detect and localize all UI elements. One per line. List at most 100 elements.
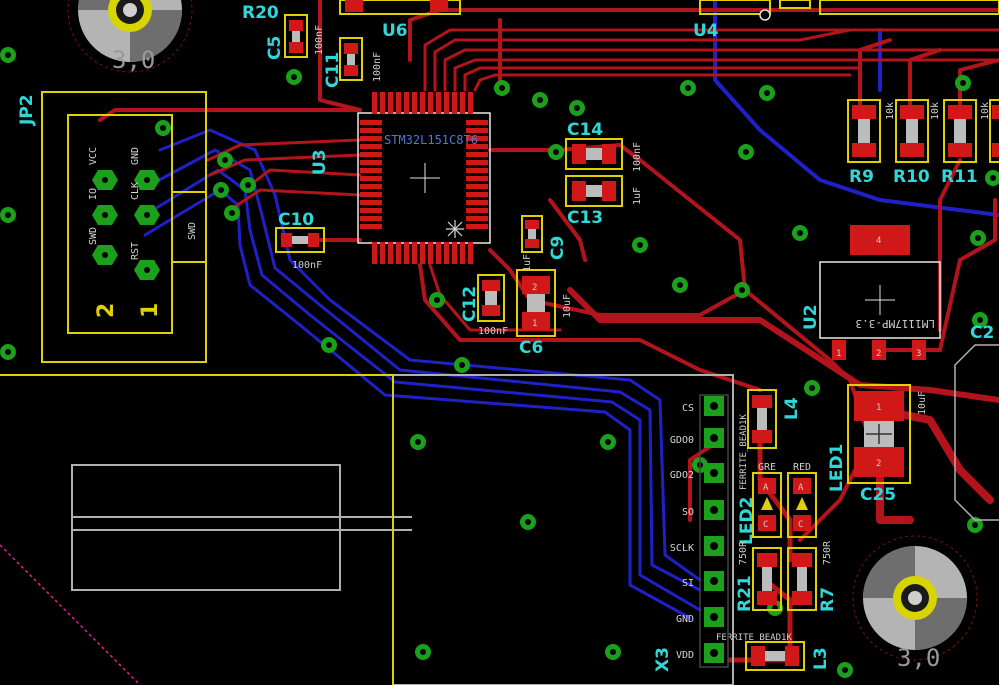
via: [240, 177, 256, 193]
via: [792, 225, 808, 241]
via: [532, 92, 548, 108]
c9-capacitor: C9 1uF: [521, 215, 568, 272]
r7-value: 750R: [822, 540, 833, 565]
hole-top-label: 3,0: [112, 46, 155, 74]
u4-package: [699, 0, 771, 15]
c6-pad-1: 1: [532, 319, 537, 329]
vias: [0, 47, 999, 678]
c14-label: C14: [567, 120, 603, 140]
c11-capacitor: [339, 37, 363, 81]
c5-capacitor: [284, 14, 308, 58]
c5-value: 100nF: [314, 25, 325, 55]
c11-label: C11: [323, 52, 343, 88]
u3-pins-right: [466, 120, 488, 229]
u3-pins-top: [372, 92, 473, 114]
r21-value: 750R: [738, 540, 749, 565]
c25-label: C25: [860, 485, 896, 505]
r9-value: 10k: [885, 102, 896, 120]
jp2-pin-swd: SWD: [88, 227, 99, 245]
via: [224, 205, 240, 221]
dimension-line: [0, 544, 141, 685]
u3-pins-left: [360, 120, 382, 229]
r9-label: R9: [849, 167, 874, 187]
r10-value: 10k: [930, 102, 941, 120]
via: [759, 85, 775, 101]
r21-resistor: R21 750R: [735, 540, 782, 612]
jp2-connector: JP2 SWD VCC GND IO CLK SWD RST 2 1: [17, 91, 207, 363]
jp2-pin-gnd: GND: [130, 147, 141, 165]
u3-pins-bottom: [372, 242, 473, 264]
via: [548, 144, 564, 160]
l3-value: FERRITE_BEAD1K: [716, 633, 792, 643]
top-connector: [819, 0, 999, 15]
board-outline: [0, 374, 394, 685]
via: [600, 434, 616, 450]
x3-label: X3: [653, 647, 673, 672]
x3-pin-sclk: SCLK: [670, 543, 694, 554]
r7-label: R7: [818, 587, 838, 612]
u3-origin-mark: [446, 220, 464, 238]
led-red-cathode: C: [798, 520, 803, 530]
c6-pad-2: 2: [532, 283, 537, 293]
c13-capacitor: C13 1uF: [565, 175, 643, 228]
partial-resistor-right: [989, 99, 999, 163]
x3-pin-gdo0: GDO0: [670, 435, 694, 446]
u6-label: U6: [382, 21, 408, 41]
c12-label: C12: [460, 286, 480, 322]
c10-capacitor: C10 100nF: [275, 210, 325, 271]
c11-value: 100nF: [372, 52, 383, 82]
via: [804, 380, 820, 396]
mounting-hole-bottom: [852, 535, 978, 661]
u6-package: [339, 0, 461, 15]
via: [415, 644, 431, 660]
u6-pad: [430, 0, 448, 12]
via: [213, 182, 229, 198]
top-part: [779, 0, 811, 9]
mounting-hole-top: [67, 0, 193, 73]
c6-value: 10uF: [562, 294, 573, 318]
via: [155, 120, 171, 136]
c2-capacitor: C2: [954, 323, 999, 521]
via: [985, 170, 999, 186]
c25-value: 10uF: [917, 391, 928, 415]
c9-label: C9: [548, 236, 568, 260]
jp2-pin1-mark: 1: [138, 303, 163, 318]
l3-ferrite: FERRITE_BEAD1K L3: [716, 633, 831, 671]
jp2-pin-vcc: VCC: [88, 147, 99, 165]
via: [734, 282, 750, 298]
jp2-pin-pads: [92, 170, 160, 280]
via: [0, 344, 16, 360]
c10-label: C10: [278, 210, 314, 230]
fiducial: [759, 9, 771, 21]
u4-label: U4: [693, 21, 719, 41]
u2-label: U2: [801, 304, 821, 330]
c13-value: 1uF: [632, 187, 643, 205]
x3-header: CS GDO0 GDO2 SO SCLK SI GND VDD X3: [653, 394, 729, 672]
c25-pad-2: 2: [876, 459, 881, 469]
x3-pin-gdo2: GDO2: [670, 470, 694, 481]
via: [0, 207, 16, 223]
r7-resistor: R7 750R: [787, 540, 838, 612]
x3-pin-si: SI: [682, 578, 694, 589]
x3-pin-gnd: GND: [676, 614, 694, 625]
jp2-pin-rst: RST: [130, 242, 141, 260]
led1-label: LED1: [827, 444, 847, 492]
via: [454, 357, 470, 373]
via: [972, 312, 988, 328]
r10-resistor: R10 10k: [893, 99, 941, 187]
led-red-anode: A: [798, 483, 804, 493]
c5-label: C5: [265, 36, 285, 60]
r10-label: R10: [893, 167, 930, 187]
c25-capacitor: 1 2 C25 10uF: [847, 384, 928, 505]
c6-label: C6: [519, 338, 543, 358]
r11-label: R11: [941, 167, 978, 187]
via: [680, 80, 696, 96]
u3-mcu: U3: [310, 92, 491, 264]
c10-value: 100nF: [292, 260, 322, 271]
via: [967, 517, 983, 533]
via: [605, 644, 621, 660]
rf-module-outline: [71, 374, 734, 685]
led-gre-label: GRE: [758, 462, 776, 473]
